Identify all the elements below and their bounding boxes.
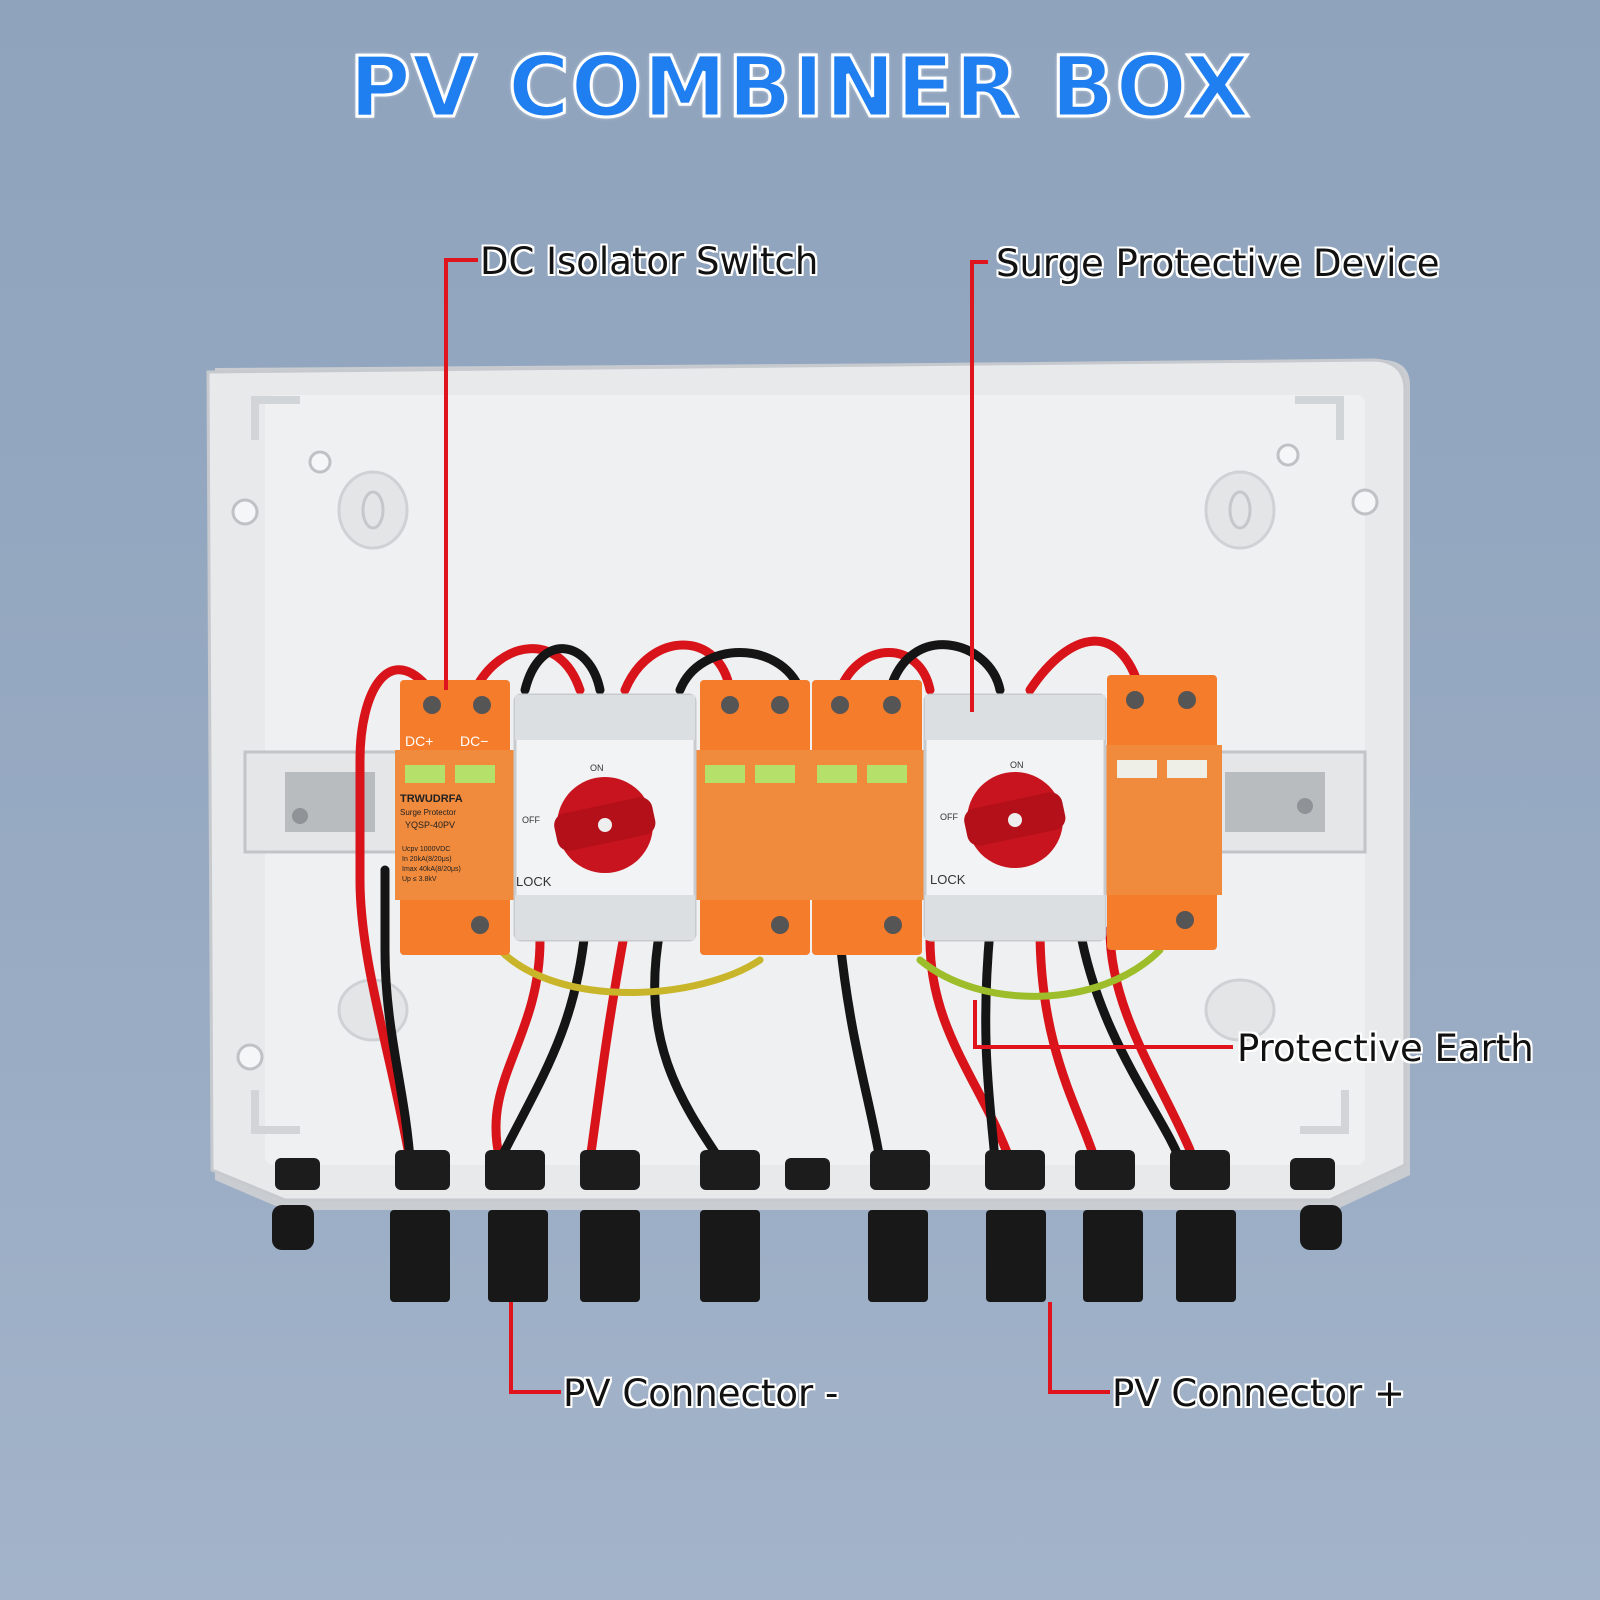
switch-1-off: OFF: [522, 815, 540, 825]
callout-pv-connector-minus: PV Connector -: [563, 1372, 839, 1415]
callout-lines: [444, 258, 1233, 1394]
switch-1-on: ON: [590, 763, 604, 773]
callout-protective-earth: Protective Earth: [1237, 1027, 1534, 1070]
switch-1-lock: LOCK: [516, 874, 552, 889]
spd-1-dc-plus: DC+: [405, 733, 434, 749]
spd-1-spec-0: Ucpv 1000VDC: [402, 846, 451, 853]
spd-1-spec-1: In 20kA(8/20μs): [402, 856, 452, 863]
spd-1-spec-2: Imax 40kA(8/20μs): [402, 866, 461, 873]
cable-glands: [275, 1150, 1335, 1190]
callout-pv-connector-plus: PV Connector +: [1112, 1372, 1405, 1415]
spd-1-model: YQSP-40PV: [405, 820, 456, 830]
page-title: PV COMBINER BOX: [348, 37, 1252, 138]
switch-2-on: ON: [1010, 760, 1024, 770]
spd-1-spec-3: Up ≤ 3.8kV: [402, 876, 437, 883]
wiring: [355, 636, 1195, 1165]
spd-module-4: [1102, 675, 1222, 950]
isolator-switch-2: [923, 693, 1107, 942]
spd-module-3: [807, 680, 927, 955]
spd-module-1: [395, 680, 515, 955]
spd-1-dc-minus: DC−: [460, 733, 489, 749]
isolator-switch-1: [513, 693, 697, 942]
callout-dc-isolator-switch: DC Isolator Switch: [480, 240, 819, 283]
callout-surge-protective-device: Surge Protective Device: [996, 242, 1440, 285]
spd-module-2: [695, 680, 815, 955]
pv-connectors: [272, 1205, 1342, 1302]
switch-2-off: OFF: [940, 812, 958, 822]
spd-1-type: Surge Protector: [400, 808, 457, 817]
switch-2-lock: LOCK: [930, 872, 966, 887]
spd-1-brand: TRWUDRFA: [400, 793, 463, 805]
